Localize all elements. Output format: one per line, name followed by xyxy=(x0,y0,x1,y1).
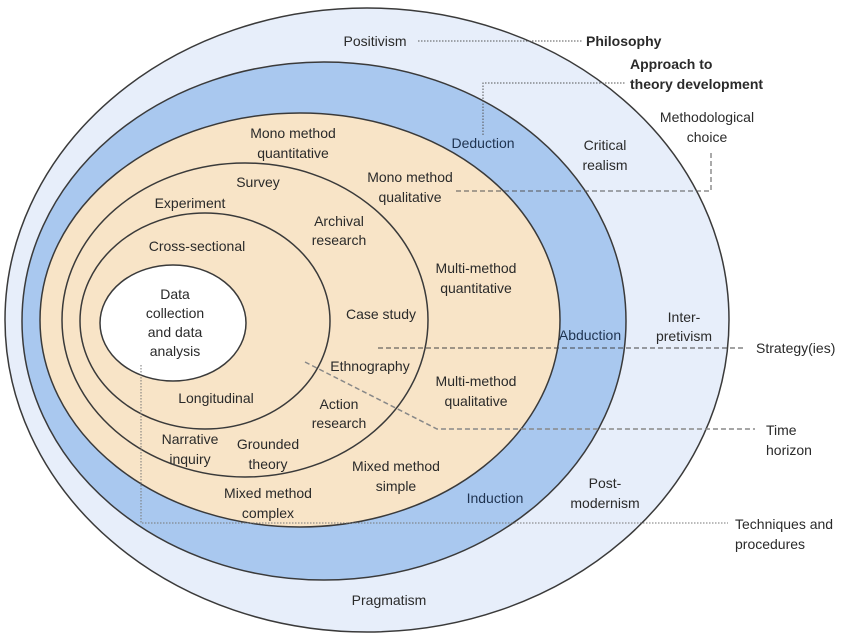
approach-leader xyxy=(482,82,625,135)
label-survey: Survey xyxy=(236,174,280,190)
techniques-leader xyxy=(140,365,728,524)
label-positivism: Positivism xyxy=(343,33,406,49)
core-layer xyxy=(99,264,247,382)
label-experiment: Experiment xyxy=(155,195,226,211)
label-case-study: Case study xyxy=(346,306,416,322)
side-label-philosophy: Philosophy xyxy=(586,33,662,49)
side-label-strategy: Strategy(ies) xyxy=(756,340,835,356)
strategy-layer xyxy=(61,162,429,478)
label-longitudinal: Longitudinal xyxy=(178,390,254,406)
choice-leader xyxy=(456,150,712,192)
label-ethnography: Ethnography xyxy=(330,358,409,374)
time-horizon-layer xyxy=(79,212,331,430)
label-deduction: Deduction xyxy=(451,135,514,151)
label-cross-sectional: Cross-sectional xyxy=(149,238,245,254)
choice-layer xyxy=(39,112,561,528)
label-postmodernism: Post-modernism xyxy=(570,475,639,511)
label-pragmatism: Pragmatism xyxy=(352,592,427,608)
time-leader xyxy=(304,361,755,430)
label-abduction: Abduction xyxy=(559,327,621,343)
label-interpretivism: Inter-pretivism xyxy=(656,309,712,344)
label-induction: Induction xyxy=(467,490,524,506)
